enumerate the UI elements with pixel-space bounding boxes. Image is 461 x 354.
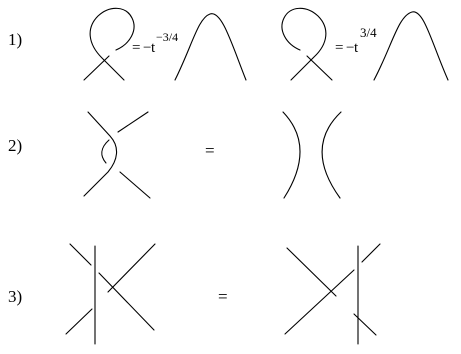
r3-right-diagonal-b-top (361, 243, 381, 263)
r3-left-diagonal-a-bottom (98, 272, 155, 331)
equals-sign-2: = (205, 141, 215, 160)
relation-1: 1) = − t −3/4 = − (8, 7, 449, 81)
reidemeister-three-left (65, 243, 156, 345)
reidemeister-two-diagram (83, 111, 151, 199)
reidemeister-three-right (284, 243, 381, 345)
r3-left-diagonal-a-top (69, 243, 92, 266)
equals-sign-1b: = (335, 40, 343, 56)
relation-1-label: 1) (8, 30, 22, 49)
left-vertical-arc (282, 111, 301, 199)
kink-left-under-strand (83, 55, 110, 81)
minus-sign-1a: − (143, 40, 151, 56)
relation-3-label: 3) (8, 287, 22, 306)
variable-t-1b: t (354, 40, 359, 56)
equals-sign-3: = (218, 287, 228, 306)
r3-right-diagonal-b-bottom (284, 269, 355, 335)
kink-diagram-right (281, 7, 333, 81)
r3-right-diagonal-a-bottom (353, 313, 377, 336)
equals-sign-1a: = (132, 40, 140, 56)
r3-left-diagonal-b-top (107, 243, 156, 293)
kink-left-over-strand (89, 7, 135, 81)
relation-3: 3) = (8, 243, 381, 345)
coefficient-right: = − t 3/4 (335, 25, 377, 56)
separated-strands-diagram (282, 111, 342, 199)
kink-diagram-left (83, 7, 135, 81)
right-vertical-arc (321, 111, 342, 199)
r3-right-diagonal-a-top (286, 247, 337, 297)
kink-right-over-strand (281, 7, 327, 81)
coefficient-left: = − t −3/4 (132, 30, 178, 56)
arc-strand-left (174, 13, 247, 81)
r2-under-strand-top (117, 111, 149, 133)
exponent-1b: 3/4 (360, 25, 377, 40)
kink-right-under-strand (306, 55, 333, 81)
r2-under-strand-middle (101, 139, 110, 164)
r3-left-diagonal-b-bottom (65, 308, 93, 335)
r2-over-strand (83, 111, 118, 197)
minus-sign-1b: − (346, 40, 354, 56)
variable-t-1a: t (151, 40, 156, 56)
relation-2: 2) = (8, 111, 342, 199)
r2-under-strand-bottom (119, 171, 151, 199)
relation-2-label: 2) (8, 136, 22, 155)
exponent-1a: −3/4 (156, 30, 178, 44)
arc-strand-right (373, 11, 449, 81)
